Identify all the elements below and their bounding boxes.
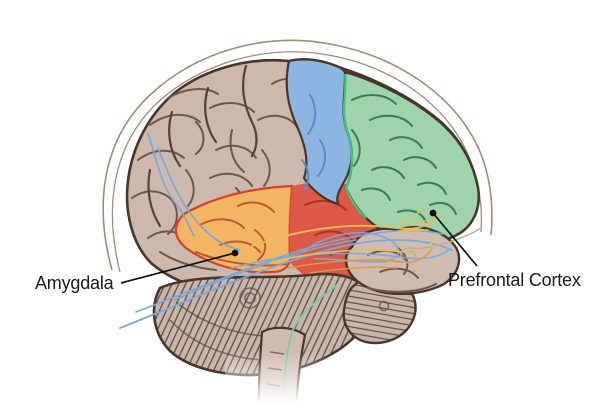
- ear-outline: [400, 227, 482, 264]
- prefrontal-cortex-label: Prefrontal Cortex: [448, 270, 581, 290]
- prefrontal-green-edge: [342, 73, 367, 219]
- head-outline-outer: [102, 39, 493, 271]
- brainstem-fade: [225, 352, 355, 420]
- amygdala-label: Amygdala: [35, 273, 114, 293]
- amygdala-leader-line: [120, 252, 236, 284]
- ear-curl-icon: [400, 247, 417, 264]
- amygdala-pointer-dot: [231, 249, 239, 257]
- motor-strip-lines: [301, 94, 326, 191]
- prefrontal-gyri-lines: [351, 94, 457, 223]
- cortical-vein-lines: [147, 133, 241, 251]
- fiber-tracts: [119, 209, 453, 409]
- leader-lines: [120, 209, 478, 284]
- temporal-region-amygdala-highlight: [174, 184, 294, 274]
- prefrontal-pointer-dot: [429, 209, 437, 217]
- prefrontal-leader-line: [432, 212, 478, 267]
